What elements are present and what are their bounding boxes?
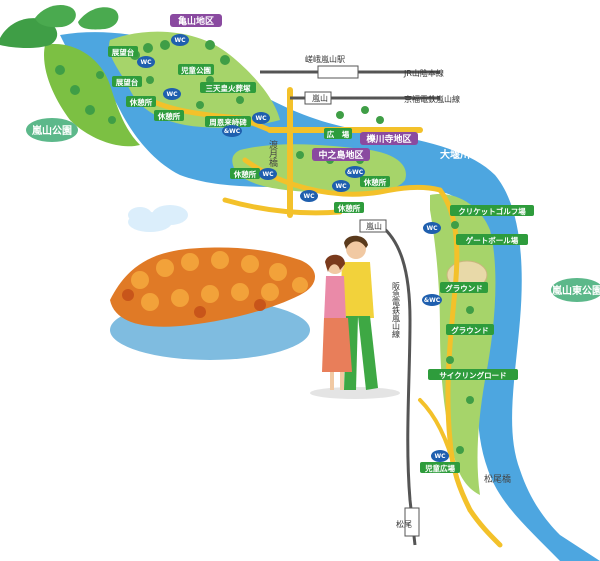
- playground: 児童公園: [180, 65, 211, 75]
- wc-icon: WC: [166, 91, 178, 98]
- matsuo-dera-badge: [360, 132, 418, 145]
- ground-1: グラウンド: [445, 283, 483, 293]
- rest-4: 休憩所: [363, 177, 387, 187]
- river-label: 大堰川: [440, 148, 470, 161]
- kameyama-label: 亀山地区: [178, 15, 214, 27]
- matsuo-station-box: [404, 507, 420, 537]
- accessible-wc-icon: &WC: [347, 169, 364, 176]
- jr-station-box: [317, 65, 359, 79]
- wc-icon: WC: [434, 453, 446, 460]
- wc-icon: WC: [335, 183, 347, 190]
- arashiyama-east-park-label: 嵐山東公園: [552, 284, 600, 297]
- nakanoshima-label: 中之島地区: [318, 149, 363, 161]
- facility-labels: 展望台 展望台 児童公園 休憩所 三天皇火葬塚 休憩所 周恩来詩碑 広 場 休憩…: [108, 46, 534, 473]
- kameyama-badge: [170, 14, 222, 27]
- mountain-top-2: [78, 7, 119, 30]
- arashiyama-park-label: 嵐山公園: [32, 124, 72, 137]
- hiroba: 広 場: [327, 129, 350, 139]
- rest-2: 休憩所: [157, 111, 181, 121]
- accessible-wc-icon: &WC: [424, 297, 441, 304]
- ground-2: グラウンド: [451, 325, 489, 335]
- autumn-forest: [110, 205, 315, 360]
- croquet: クリケットゴルフ場: [458, 206, 526, 216]
- togetsukyo-label: 渡月橋: [267, 139, 278, 168]
- matsuo-dera-label: 櫟川寺地区: [366, 133, 411, 145]
- nakanoshima-badge: [312, 148, 370, 161]
- river: [70, 36, 600, 561]
- keifuku-station-label: 嵐山: [312, 93, 328, 103]
- keifuku-line-label: 京福電鉄嵐山線: [404, 94, 460, 104]
- arashiyama-park-area: [44, 44, 140, 147]
- hankyu-station-box: [359, 219, 387, 233]
- hankyu-line-label: 阪急電鉄嵐山線: [392, 282, 401, 338]
- accessible-wc-icon: &WC: [224, 128, 241, 135]
- kids-plaza: 児童広場: [424, 463, 455, 473]
- matsuobashi-label: 松尾橋: [484, 473, 511, 485]
- rest-1: 休憩所: [129, 97, 153, 107]
- wc-icon: WC: [140, 59, 152, 66]
- observatory-2: 展望台: [115, 77, 139, 87]
- wc-badges: WC WC WC WC &WC WC &WC WC WC WC &WC WC: [137, 34, 449, 462]
- wc-icon: WC: [262, 171, 274, 178]
- gateball: ゲートボール場: [466, 235, 519, 245]
- observatory-1: 展望台: [111, 47, 135, 57]
- wc-icon: WC: [255, 115, 267, 122]
- arashiyama-east-park-badge: [551, 278, 600, 302]
- hankyu-station-label: 嵐山: [366, 221, 382, 231]
- poem-monument: 周恩来詩碑: [209, 117, 247, 127]
- mountain-top-1: [35, 5, 76, 28]
- wc-icon: WC: [426, 225, 438, 232]
- matsuo-station-label: 松尾: [396, 519, 412, 529]
- keifuku-station-box: [304, 91, 332, 105]
- sanjudo: 三天皇火葬塚: [206, 83, 251, 93]
- rest-3: 休憩所: [233, 169, 257, 179]
- wc-icon: WC: [303, 193, 315, 200]
- rest-5: 休憩所: [337, 203, 361, 213]
- wc-icon: WC: [174, 37, 186, 44]
- arashiyama-park-badge: [26, 118, 78, 142]
- saga-arashiyama-station-label: 嵯峨嵐山駅: [305, 54, 345, 64]
- mountain-left: [0, 18, 58, 49]
- jr-line-label: JR山陰本線: [403, 68, 444, 78]
- cycling-road: サイクリングロード: [439, 370, 506, 380]
- couple-illustration: [310, 235, 400, 399]
